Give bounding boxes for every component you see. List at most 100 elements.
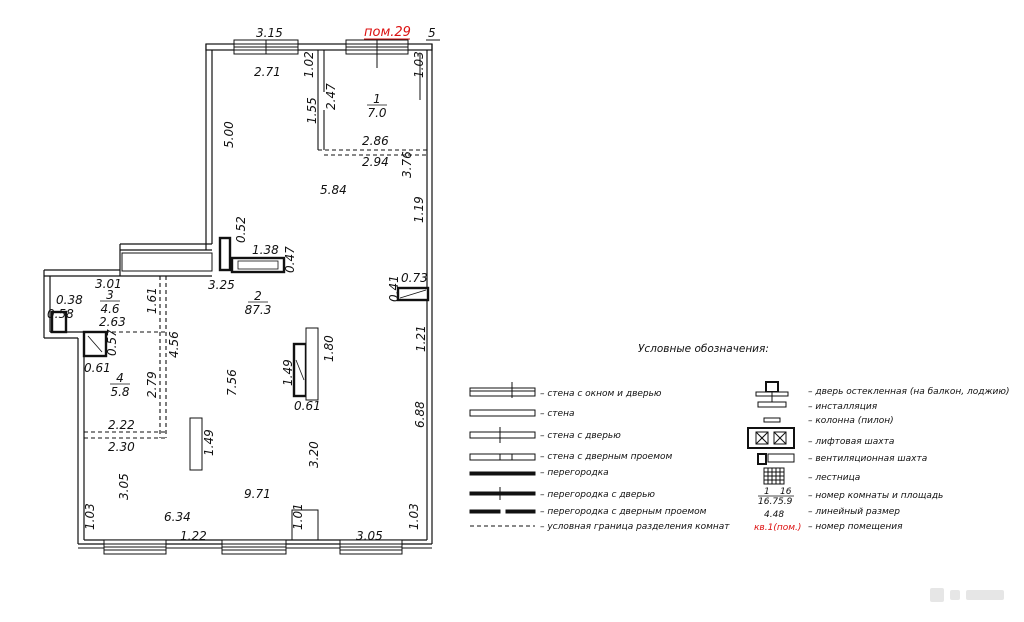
dimension-label: 2.94 bbox=[362, 155, 389, 169]
legend-item-label: – дверь остекленная (на балкон, лоджию) bbox=[808, 387, 1010, 397]
dimension-label: 0.38 bbox=[56, 293, 83, 307]
dimension-label: 3.25 bbox=[208, 278, 235, 292]
dimension-label: 2.30 bbox=[108, 440, 135, 454]
window-top-left bbox=[233, 39, 299, 55]
dimension-label: 2.86 bbox=[362, 134, 389, 148]
legend-symbols-right bbox=[747, 381, 795, 485]
dimension-label: 1.22 bbox=[180, 529, 207, 543]
room-area: 87.3 bbox=[245, 303, 272, 317]
dimension-label: 1.80 bbox=[322, 335, 336, 362]
dimension-labels: 3.15 2.71 1.02 1.03 2.47 1.55 2.86 2.94 5.00 3.76… bbox=[47, 26, 428, 543]
legend-right-labels: – дверь остекленная (на балкон, лоджию) –… bbox=[808, 387, 1010, 532]
dimension-label: 1.03 bbox=[407, 503, 421, 530]
room-labels: 17.0 287.3 34.6 45.8 bbox=[100, 92, 387, 399]
dimension-label: 0.58 bbox=[47, 307, 74, 321]
legend-item-label: – перегородка bbox=[540, 468, 609, 478]
dimension-label: 2.22 bbox=[108, 418, 135, 432]
legend-sample-premise: кв.1(пом.) bbox=[754, 523, 801, 533]
legend-item-label: – перегородка с дверью bbox=[540, 490, 655, 500]
legend-title: Условные обозначения: bbox=[638, 343, 769, 355]
dimension-label: 1.03 bbox=[83, 503, 97, 530]
cut-digit: 5 bbox=[428, 26, 436, 40]
dimension-label: 1.49 bbox=[281, 359, 295, 386]
legend-sample-num-b: 16 bbox=[780, 487, 792, 497]
dimension-label: 2.47 bbox=[324, 83, 338, 110]
legend-item-label: – вентиляционная шахта bbox=[808, 454, 927, 464]
dimension-label: 9.71 bbox=[244, 487, 271, 501]
legend-item-label: – инсталляция bbox=[808, 402, 878, 412]
dimension-label: 1.49 bbox=[202, 429, 216, 456]
dimension-label: 1.01 bbox=[291, 503, 305, 530]
room-area: 5.8 bbox=[110, 385, 129, 399]
dashed-room-boundaries bbox=[84, 149, 427, 439]
dimension-label: 1.21 bbox=[414, 325, 428, 352]
legend-item-label: – стена с дверным проемом bbox=[540, 452, 673, 462]
ventilation-shaft-top bbox=[218, 236, 286, 274]
legend-item-label: – условная граница разделения комнат bbox=[540, 522, 730, 532]
legend-left-labels: – стена с окном и дверью – стена – стена с… bbox=[540, 389, 730, 532]
legend-sample-dimension: 4.48 bbox=[764, 510, 784, 520]
dimension-label: 0.41 bbox=[387, 275, 401, 302]
legend-sample-room: 1 16 16.7 5.9 bbox=[758, 487, 794, 507]
dimension-label: 6.34 bbox=[164, 510, 191, 524]
dimension-label: 0.73 bbox=[401, 271, 428, 285]
dimension-label: 5.84 bbox=[320, 183, 347, 197]
watermark-mark bbox=[930, 588, 1004, 602]
legend-item-label: – колонна (пилон) bbox=[808, 416, 894, 426]
dimension-label: 3.76 bbox=[400, 151, 414, 178]
dimension-label: 1.61 bbox=[145, 287, 159, 314]
dimension-label: 5.00 bbox=[222, 121, 236, 148]
dimension-label: 6.88 bbox=[413, 401, 427, 428]
legend-item-label: – перегородка с дверным проемом bbox=[540, 507, 707, 517]
premise-number: пом.29 bbox=[364, 25, 411, 40]
dimension-label: 1.19 bbox=[412, 196, 426, 223]
room-number: 2 bbox=[254, 289, 262, 303]
legend-sample-area-a: 16.7 bbox=[758, 497, 778, 507]
dimension-label: 3.15 bbox=[256, 26, 283, 40]
window-bottom-left bbox=[103, 539, 167, 555]
dimension-label: 0.52 bbox=[234, 216, 248, 243]
bathroom-1-partition bbox=[317, 50, 325, 150]
legend-item-label: – стена с окном и дверью bbox=[540, 389, 662, 399]
legend-item-label: – номер комнаты и площадь bbox=[808, 491, 943, 501]
dimension-label: 1.03 bbox=[412, 51, 426, 78]
window-bottom-right bbox=[339, 539, 403, 555]
dimension-label: 3.05 bbox=[356, 529, 383, 543]
dimension-label: 1.02 bbox=[302, 51, 316, 78]
room-number: 1 bbox=[373, 92, 381, 106]
central-column bbox=[292, 327, 319, 401]
dimension-label: 3.05 bbox=[117, 473, 131, 500]
legend-item-label: – номер помещения bbox=[808, 522, 903, 532]
legend-sample-num-a: 1 bbox=[764, 487, 770, 497]
legend-item-label: – стена с дверью bbox=[540, 431, 621, 441]
dimension-label: 0.47 bbox=[283, 246, 297, 273]
dimension-label: 0.57 bbox=[105, 329, 119, 356]
free-standing-pylon bbox=[189, 417, 203, 471]
dimension-label: 3.20 bbox=[307, 441, 321, 468]
wall-piers bbox=[291, 54, 433, 541]
room-area: 4.6 bbox=[100, 302, 119, 316]
dimension-label: 2.63 bbox=[99, 315, 126, 329]
column-right-wall bbox=[396, 286, 430, 302]
legend-sample-area-b: 5.9 bbox=[778, 497, 793, 507]
dimension-label: 0.61 bbox=[294, 399, 321, 413]
dimension-label: 1.55 bbox=[305, 97, 319, 124]
legend-item-label: – стена bbox=[540, 409, 575, 419]
dimension-label: 3.01 bbox=[95, 277, 122, 291]
dimension-label: 2.79 bbox=[145, 371, 159, 398]
legend-item-label: – линейный размер bbox=[808, 507, 900, 517]
legend-item-label: – лестница bbox=[808, 473, 860, 483]
dimension-label: 4.56 bbox=[167, 331, 181, 358]
room-number: 4 bbox=[116, 371, 124, 385]
dimension-label: 2.71 bbox=[254, 65, 281, 79]
room-area: 7.0 bbox=[367, 106, 386, 120]
legend-item-label: – лифтовая шахта bbox=[808, 437, 894, 447]
legend-symbols-left bbox=[469, 382, 536, 527]
dimension-label: 7.56 bbox=[225, 369, 239, 396]
dimension-label: 0.61 bbox=[84, 361, 111, 375]
room-number: 3 bbox=[106, 288, 114, 302]
window-bottom-middle bbox=[221, 539, 287, 555]
ventilation-shaft-left bbox=[50, 310, 108, 358]
window-top-right bbox=[345, 39, 409, 68]
